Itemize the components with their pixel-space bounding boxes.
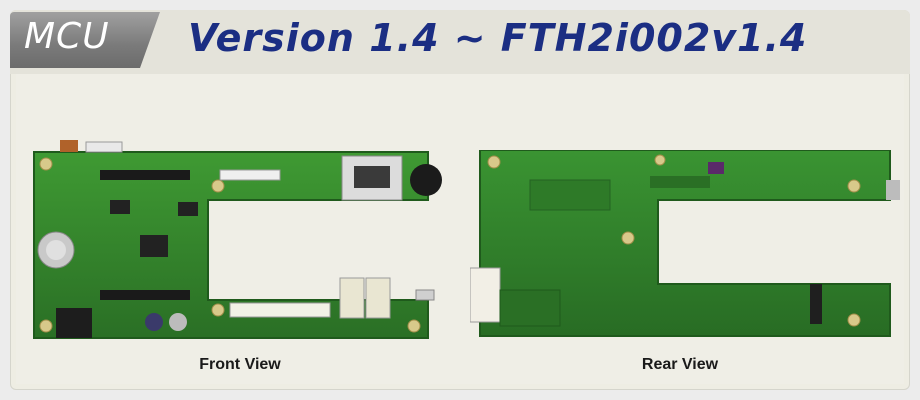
pcb-rear-icon (470, 150, 900, 337)
front-view-caption: Front View (199, 356, 281, 373)
pcb-front-icon (33, 140, 442, 339)
page-title: Version 1.4 ~ FTH2i002v1.4 (188, 16, 808, 60)
front-board-image (20, 140, 456, 345)
section-tab-label: MCU (24, 16, 110, 57)
rear-board-image (470, 150, 900, 350)
header-bar (10, 10, 910, 74)
section-tab (10, 12, 160, 68)
rear-view-caption: Rear View (641, 356, 719, 373)
